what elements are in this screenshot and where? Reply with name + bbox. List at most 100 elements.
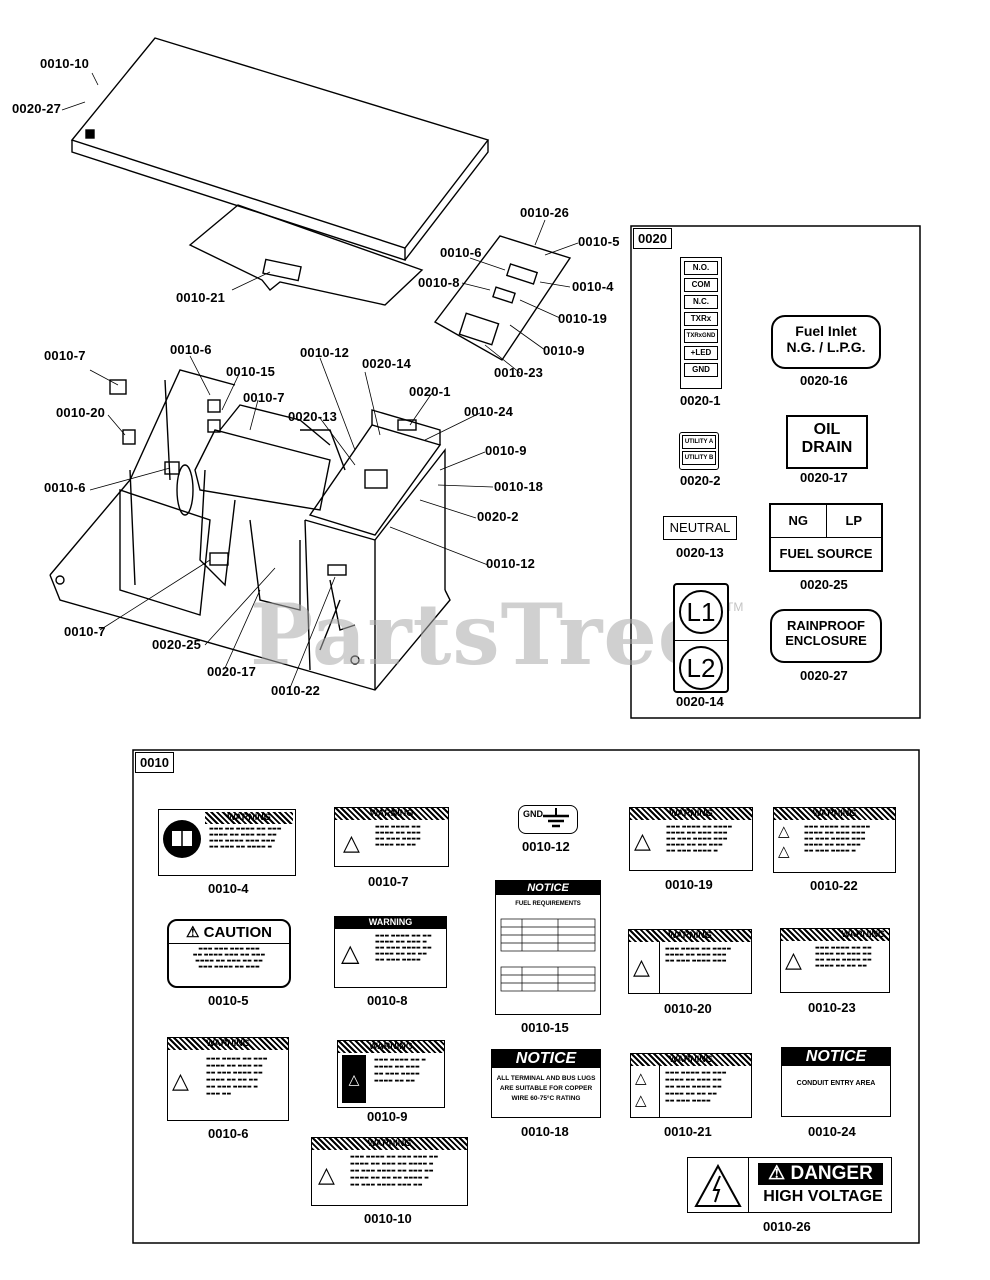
caption-0020-1: 0020-1 (680, 393, 721, 408)
fuel-source-lp: LP (845, 513, 863, 528)
manual-icon (163, 820, 201, 858)
callout: 0010-5 (578, 234, 620, 249)
decal-0010-9: WARNING △ ▬▬▬ ▬▬▬▬ ▬▬ ▬▬▬▬▬ ▬▬ ▬▬▬▬▬ ▬▬▬… (337, 1040, 445, 1108)
caption-0010-4: 0010-4 (208, 881, 249, 896)
notice-line: WIRE 60-75°C RATING (511, 1095, 581, 1102)
box-0020-frame (630, 225, 921, 719)
callout: 0010-24 (464, 404, 514, 419)
lightning-triangle-icon (694, 1163, 742, 1207)
decal-0010-26-danger: ⚠ DANGER HIGH VOLTAGE (687, 1157, 892, 1213)
warning-header: WARNING (781, 929, 889, 941)
warning-header: WARNING (629, 930, 751, 942)
callout: 0020-17 (207, 664, 257, 679)
decal-0020-13-neutral: NEUTRAL (663, 516, 737, 540)
decal-0010-19: WARNING △ ▬▬▬ ▬▬▬▬ ▬▬ ▬▬▬▬▬▬▬▬ ▬▬ ▬▬▬ ▬▬… (629, 807, 753, 871)
oil-drain-line1: OIL (813, 421, 841, 438)
warning-header: WARNING (338, 1041, 444, 1053)
decal-0010-6: WARNING △ ▬▬▬ ▬▬▬▬ ▬▬ ▬▬▬▬▬▬▬ ▬▬ ▬▬▬ ▬▬▬… (167, 1037, 289, 1121)
callout: 0010-7 (243, 390, 285, 405)
callout: 0010-7 (64, 624, 106, 639)
warning-header: WARNING (631, 1054, 751, 1066)
caption-0010-6: 0010-6 (208, 1126, 249, 1141)
decal-0010-20: WARNING △ ▬▬▬ ▬▬▬▬ ▬▬ ▬▬▬▬▬▬▬▬ ▬▬ ▬▬▬ ▬▬… (628, 929, 752, 994)
decal-0010-24-notice: NOTICE CONDUIT ENTRY AREA (781, 1047, 891, 1117)
hazard-triangle-icon: △ (785, 947, 802, 972)
warning-header: WARNING (205, 812, 293, 824)
hazard-triangle-icon: △ (343, 830, 360, 855)
caption-0010-20: 0010-20 (664, 1001, 712, 1016)
decal-0010-12-gnd: GND (518, 805, 578, 834)
decal-0020-16-fuel-inlet: Fuel Inlet N.G. / L.P.G. (771, 315, 881, 369)
terminal-label: TXRxGND (684, 329, 718, 343)
callout: 0020-27 (12, 101, 62, 116)
callout: 0010-21 (176, 290, 226, 305)
decal-0010-18-notice: NOTICE ALL TERMINAL AND BUS LUGS ARE SUI… (491, 1049, 601, 1118)
caption-0010-23: 0010-23 (808, 1000, 856, 1015)
caption-0020-27: 0020-27 (800, 668, 848, 683)
caption-0020-16: 0020-16 (800, 373, 848, 388)
warning-header: WARNING (774, 808, 895, 820)
callout: 0020-25 (152, 637, 202, 652)
callout: 0020-1 (409, 384, 451, 399)
l2-label: L2 (679, 646, 723, 690)
high-voltage-label: HIGH VOLTAGE (763, 1188, 883, 1205)
danger-label: DANGER (790, 1163, 873, 1184)
caption-0010-9: 0010-9 (367, 1109, 408, 1124)
door-panel (433, 235, 572, 361)
fuel-requirements-title: FUEL REQUIREMENTS (515, 901, 581, 907)
utility-b: UTILITY B (682, 451, 716, 465)
caption-0020-14: 0020-14 (676, 694, 724, 709)
callout: 0010-7 (44, 348, 86, 363)
callout: 0010-20 (56, 405, 106, 420)
caption-0010-5: 0010-5 (208, 993, 249, 1008)
hazard-triangle-icon: △△ (635, 1070, 647, 1109)
rainproof-line1: RAINPROOF (787, 618, 865, 633)
terminal-label: N.O. (684, 261, 718, 275)
callout: 0010-26 (520, 205, 570, 220)
decal-0020-27-rainproof: RAINPROOF ENCLOSURE (770, 609, 882, 663)
terminal-label: GND (684, 363, 718, 377)
decal-0020-1-terminal-strip: N.O. COM N.C. TXRx TXRxGND +LED GND (680, 257, 722, 389)
engine-block (194, 429, 331, 511)
decal-0010-8: WARNING △ ▬▬▬ ▬▬▬▬ ▬▬ ▬▬▬▬▬▬ ▬▬ ▬▬▬ ▬▬▬ … (334, 916, 447, 988)
controller-tray (308, 424, 442, 536)
caption-0010-12: 0010-12 (522, 839, 570, 854)
decal-0020-25-fuel-source: NG LP FUEL SOURCE (769, 503, 883, 572)
callout: 0010-12 (486, 556, 536, 571)
roof-insulation-plate (188, 204, 424, 306)
callout: 0010-22 (271, 683, 321, 698)
callout: 0010-23 (494, 365, 544, 380)
caption-0020-2: 0020-2 (680, 473, 721, 488)
fuel-source-label: FUEL SOURCE (779, 546, 873, 561)
callout: 0020-13 (288, 409, 338, 424)
decal-0010-7: WARNING △ ▬▬▬ ▬▬▬▬ ▬▬▬▬▬▬ ▬▬ ▬▬▬▬▬ ▬▬▬ ▬… (334, 807, 449, 867)
caption-0010-26: 0010-26 (763, 1219, 811, 1234)
l1-label: L1 (679, 590, 723, 634)
notice-line: ALL TERMINAL AND BUS LUGS (496, 1075, 596, 1082)
decal-0020-17-oil-drain: OIL DRAIN (786, 415, 868, 469)
caption-0010-21: 0010-21 (664, 1124, 712, 1139)
decal-0020-14-l1-l2: L1 L2 (673, 583, 729, 693)
decal-0010-15-fuel-requirements: NOTICE FUEL REQUIREMENTS (495, 880, 601, 1015)
caption-0010-22: 0010-22 (810, 878, 858, 893)
caption-0010-15: 0010-15 (521, 1020, 569, 1035)
callout: 0010-8 (418, 275, 460, 290)
callout: 0020-14 (362, 356, 412, 371)
caption-0010-19: 0010-19 (665, 877, 713, 892)
danger-header: ⚠ DANGER (758, 1163, 883, 1185)
caption-0020-17: 0020-17 (800, 470, 848, 485)
notice-header: NOTICE (492, 1050, 600, 1068)
hazard-triangle-icon: △ (633, 954, 650, 979)
conduit-entry-label: CONDUIT ENTRY AREA (796, 1080, 876, 1087)
box-0020-tag: 0020 (633, 228, 672, 249)
callout: 0010-15 (226, 364, 276, 379)
gnd-label: GND (523, 809, 543, 819)
hazard-triangle-icon: △ (318, 1162, 335, 1187)
callout: 0010-6 (170, 342, 212, 357)
hazard-triangle-icon: △ (341, 940, 360, 967)
warning-header: WARNING (335, 808, 448, 820)
caption-0020-25: 0020-25 (800, 577, 848, 592)
decal-0010-22: WARNING △△ ▬▬▬ ▬▬▬▬ ▬▬ ▬▬▬▬▬▬▬▬ ▬▬ ▬▬▬ ▬… (773, 807, 896, 873)
decal-0020-2-utility: UTILITY A UTILITY B (679, 432, 719, 470)
